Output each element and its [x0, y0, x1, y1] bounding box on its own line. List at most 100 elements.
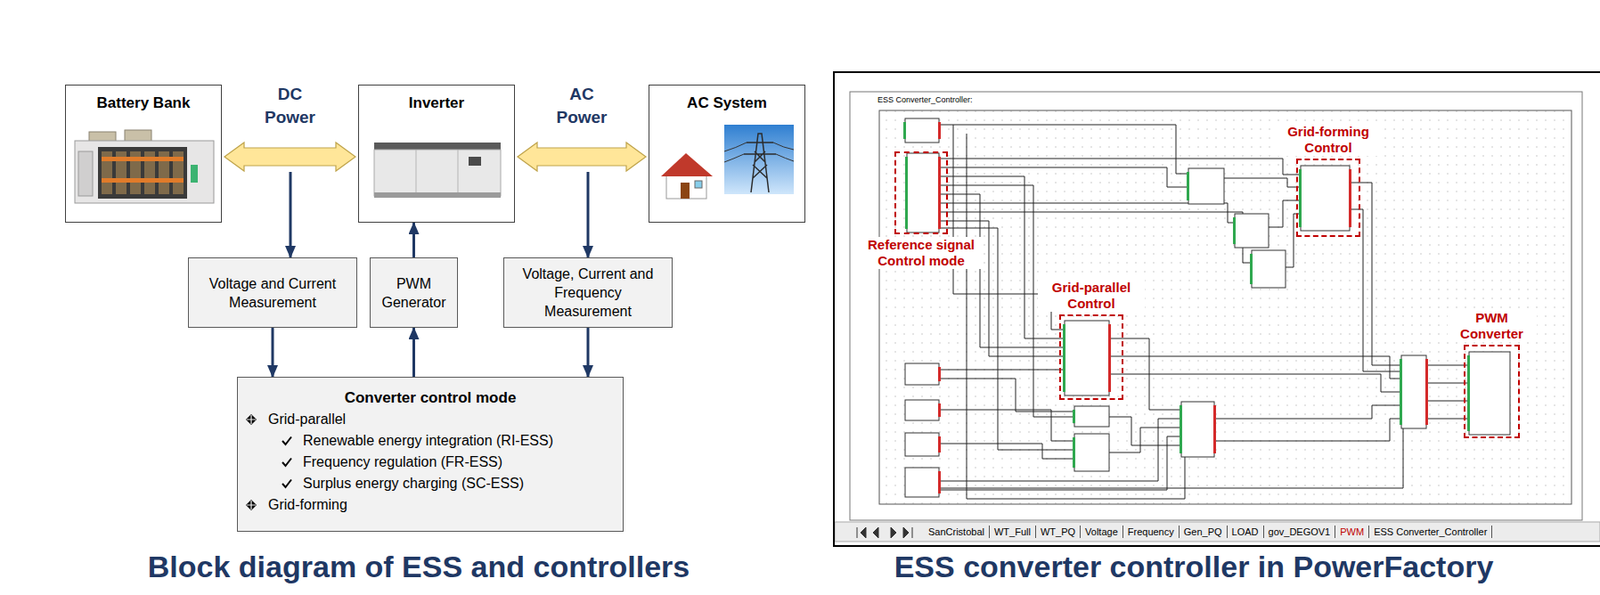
port-marker — [1232, 217, 1236, 245]
rack-stripe — [101, 156, 184, 162]
port-marker — [1062, 324, 1066, 392]
wire — [1426, 383, 1470, 384]
cabinet-base — [374, 192, 501, 198]
port-marker — [1467, 355, 1470, 432]
cabinet-display — [468, 156, 482, 166]
model-block — [905, 467, 939, 498]
sheet-tab: WT_PQ — [1036, 525, 1081, 539]
model-block — [1188, 168, 1225, 205]
model-block — [905, 432, 939, 457]
wire — [1285, 213, 1301, 268]
tab-strip: SanCristobalWT_FullWT_PQVoltageFrequency… — [923, 525, 1493, 539]
wire — [1109, 356, 1402, 379]
port-marker — [905, 156, 908, 229]
bullet-shape — [246, 500, 256, 510]
model-block — [1064, 320, 1110, 396]
wire — [938, 194, 1065, 348]
list-item: Frequency regulation (FR-ESS) — [237, 451, 623, 474]
wire — [1214, 405, 1402, 419]
port-marker — [1249, 253, 1253, 285]
sheet-tab: gov_DEGOV1 — [1264, 525, 1337, 539]
model-block — [1074, 433, 1110, 472]
model-block — [906, 153, 939, 233]
power-flow-arrow — [224, 142, 356, 172]
bullet-shape — [282, 458, 292, 467]
check-bullet — [281, 435, 293, 447]
cabinet-top — [374, 142, 501, 150]
wire — [938, 378, 1075, 412]
list-item: Surplus energy charging (SC-ESS) — [237, 473, 623, 495]
sheet-tab: Frequency — [1123, 525, 1180, 539]
check-bullet — [281, 478, 293, 490]
measurement-box: Voltage, Current and Frequency Measureme… — [503, 257, 673, 328]
port-marker — [1179, 405, 1183, 454]
wire — [966, 133, 1185, 499]
wire — [1426, 418, 1470, 420]
diamond-bullet — [245, 499, 257, 511]
sheet-tab: WT_Full — [989, 525, 1037, 539]
port-marker — [1072, 437, 1076, 468]
model-block — [905, 118, 939, 143]
diamond-bullet — [245, 414, 257, 425]
box-label: PWM Generator — [375, 274, 452, 312]
battery-illustration — [74, 130, 214, 204]
container-body — [74, 140, 214, 204]
bullet-shape — [245, 499, 257, 511]
container-cutaway — [97, 146, 188, 199]
cabinet-seam — [457, 149, 459, 196]
wire — [1224, 178, 1301, 188]
component-box: AC System — [648, 84, 806, 223]
sheet-tab: Voltage — [1080, 525, 1124, 539]
model-block — [1234, 213, 1269, 248]
port-marker — [938, 156, 941, 229]
bullet-shape — [246, 415, 256, 425]
callout-label: Reference signal Control mode — [858, 236, 984, 270]
model-block — [1181, 401, 1215, 458]
box-label: Voltage and Current Measurement — [194, 274, 352, 312]
model-block — [1300, 165, 1350, 231]
tap-arrow — [587, 171, 590, 258]
port-marker — [938, 403, 941, 417]
port-marker — [938, 436, 941, 453]
model-block — [1251, 250, 1286, 288]
box-label: AC System — [649, 85, 805, 113]
highlight-box: Grid-forming Control — [1296, 158, 1361, 237]
output-ports — [938, 122, 1429, 494]
port-marker — [1186, 171, 1190, 201]
canvas-border — [849, 91, 1583, 521]
model-block — [905, 400, 939, 421]
bullet-shape — [245, 414, 257, 425]
port-marker — [938, 122, 941, 139]
wire — [1349, 182, 1402, 366]
port-marker — [1399, 359, 1403, 425]
wire — [1109, 374, 1402, 392]
sheet-tab: PWM — [1335, 525, 1370, 539]
callout-label: PWM Converter — [1447, 310, 1537, 343]
wire — [938, 124, 1189, 174]
screenshot-frame: ESS Converter_Controller: Grid-forming Co… — [832, 71, 1600, 547]
rack-stripe — [101, 178, 184, 183]
power-line — [724, 142, 794, 163]
sheet-tab: SanCristobal — [923, 525, 990, 539]
component-box: Inverter — [358, 84, 515, 223]
generator-box: PWM Generator — [369, 257, 458, 328]
inverter-illustration — [374, 142, 501, 198]
list-item: Grid-forming — [237, 494, 623, 516]
wire — [938, 436, 1182, 490]
window-title: ESS Converter_Controller: — [877, 95, 973, 105]
port-marker — [1072, 409, 1076, 424]
highlight-box: Grid-parallel Control — [1059, 314, 1124, 400]
wire — [1349, 209, 1402, 372]
wire — [938, 409, 1075, 441]
port-marker — [938, 367, 941, 382]
wire — [938, 418, 1182, 482]
model-block — [1074, 406, 1110, 427]
port-marker — [1298, 169, 1302, 228]
status-light — [190, 164, 198, 183]
signal-arrow — [587, 327, 590, 377]
port-marker — [938, 471, 941, 494]
model-block — [1469, 351, 1511, 435]
highlight-box: Reference signal Control mode — [894, 151, 948, 235]
sky-photo — [724, 124, 794, 195]
tab-navigation — [857, 527, 913, 539]
